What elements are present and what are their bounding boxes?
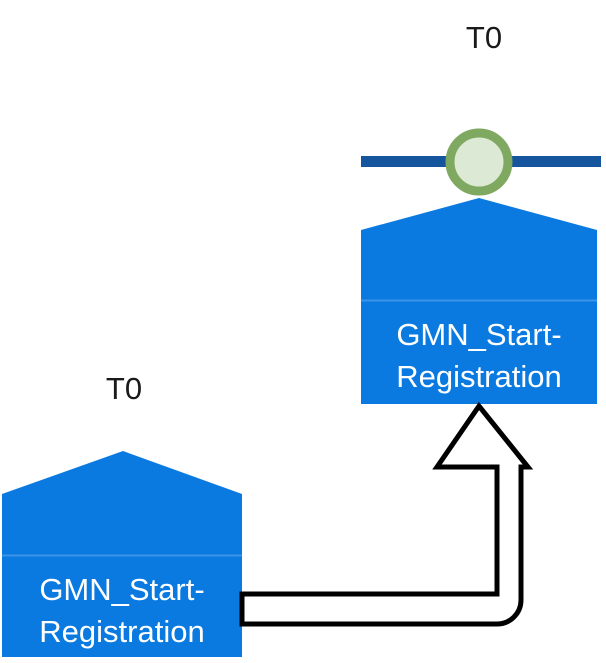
time-label-source: T0 [106,371,142,406]
node-source-text: GMN_Start- Registration [39,572,204,649]
event-marker-group[interactable] [445,128,513,196]
node-target[interactable] [361,198,597,404]
node-target-label-line2: Registration [396,359,561,394]
time-label-target: T0 [466,20,502,55]
node-target-text: GMN_Start- Registration [396,317,561,394]
node-source-shape[interactable] [2,451,242,657]
node-target-label-line1: GMN_Start- [396,317,561,352]
node-source-label-line1: GMN_Start- [39,572,204,607]
flow-arrow[interactable] [239,401,534,627]
flow-arrow-group[interactable] [239,401,534,627]
event-circle-ring[interactable] [445,128,513,196]
node-source[interactable] [2,451,242,657]
node-source-label-line2: Registration [39,614,204,649]
